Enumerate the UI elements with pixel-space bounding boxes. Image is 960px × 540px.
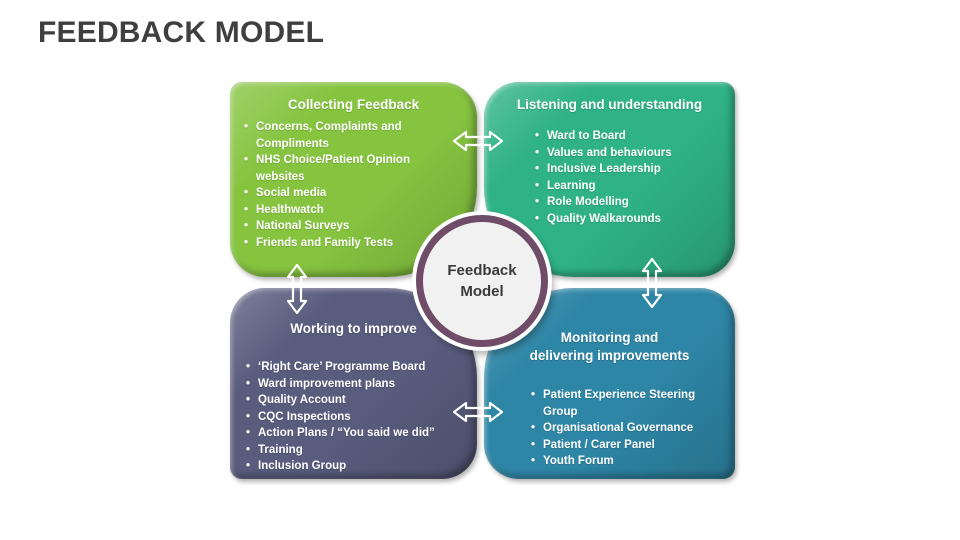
- quadrant-title: Working to improve: [290, 321, 417, 336]
- list-item: Inclusion Group: [245, 458, 462, 475]
- list-item: Social media: [243, 185, 455, 202]
- quadrant-title: Monitoring and delivering improvements: [529, 330, 690, 363]
- list-item: Values and behaviours: [534, 145, 724, 162]
- list-item: Ward improvement plans: [245, 376, 462, 393]
- double-arrow-horizontal-top-icon: [452, 130, 504, 152]
- quadrant-item-list: Concerns, Complaints and Compliments NHS…: [230, 119, 455, 251]
- page-title: FEEDBACK MODEL: [38, 16, 325, 49]
- list-item: Organisational Governance: [530, 420, 725, 437]
- quadrant-item-list: Patient Experience Steering Group Organi…: [530, 387, 725, 470]
- list-item: Inclusive Leadership: [534, 161, 724, 178]
- list-item: Action Plans / “You said we did”: [245, 425, 462, 442]
- list-item: Training: [245, 442, 462, 459]
- list-item: Learning: [534, 178, 724, 195]
- center-feedback-model-circle: Feedback Model: [416, 215, 548, 347]
- quadrant-listening-understanding: Listening and understanding Ward to Boar…: [484, 82, 735, 277]
- quadrant-item-list: ‘Right Care’ Programme Board Ward improv…: [230, 359, 462, 475]
- center-circle-label-line1: Feedback: [447, 262, 517, 279]
- center-circle-label-line2: Model: [460, 283, 504, 300]
- list-item: Ward to Board: [534, 128, 724, 145]
- double-arrow-horizontal-bottom-icon: [452, 401, 504, 423]
- double-arrow-vertical-left-icon: [286, 263, 308, 315]
- list-item: CQC Inspections: [245, 409, 462, 426]
- quadrant-title: Listening and understanding: [516, 97, 703, 112]
- list-item: Patient / Carer Panel: [530, 437, 725, 454]
- list-item: Healthwatch: [243, 202, 455, 219]
- list-item: Patient Experience Steering Group: [530, 387, 725, 420]
- list-item: Youth Forum: [530, 453, 725, 470]
- quadrant-title: Collecting Feedback: [287, 97, 420, 112]
- list-item: Quality Account: [245, 392, 462, 409]
- list-item: National Surveys: [243, 218, 455, 235]
- list-item: Quality Walkarounds: [534, 211, 724, 228]
- quadrant-collecting-feedback: Collecting Feedback Concerns, Complaints…: [230, 82, 477, 277]
- quadrant-item-list: Ward to Board Values and behaviours Incl…: [534, 128, 724, 227]
- double-arrow-vertical-right-icon: [641, 257, 663, 309]
- list-item: NHS Choice/Patient Opinion websites: [243, 152, 455, 185]
- list-item: Friends and Family Tests: [243, 235, 455, 252]
- list-item: Concerns, Complaints and Compliments: [243, 119, 455, 152]
- list-item: ‘Right Care’ Programme Board: [245, 359, 462, 376]
- list-item: Role Modelling: [534, 194, 724, 211]
